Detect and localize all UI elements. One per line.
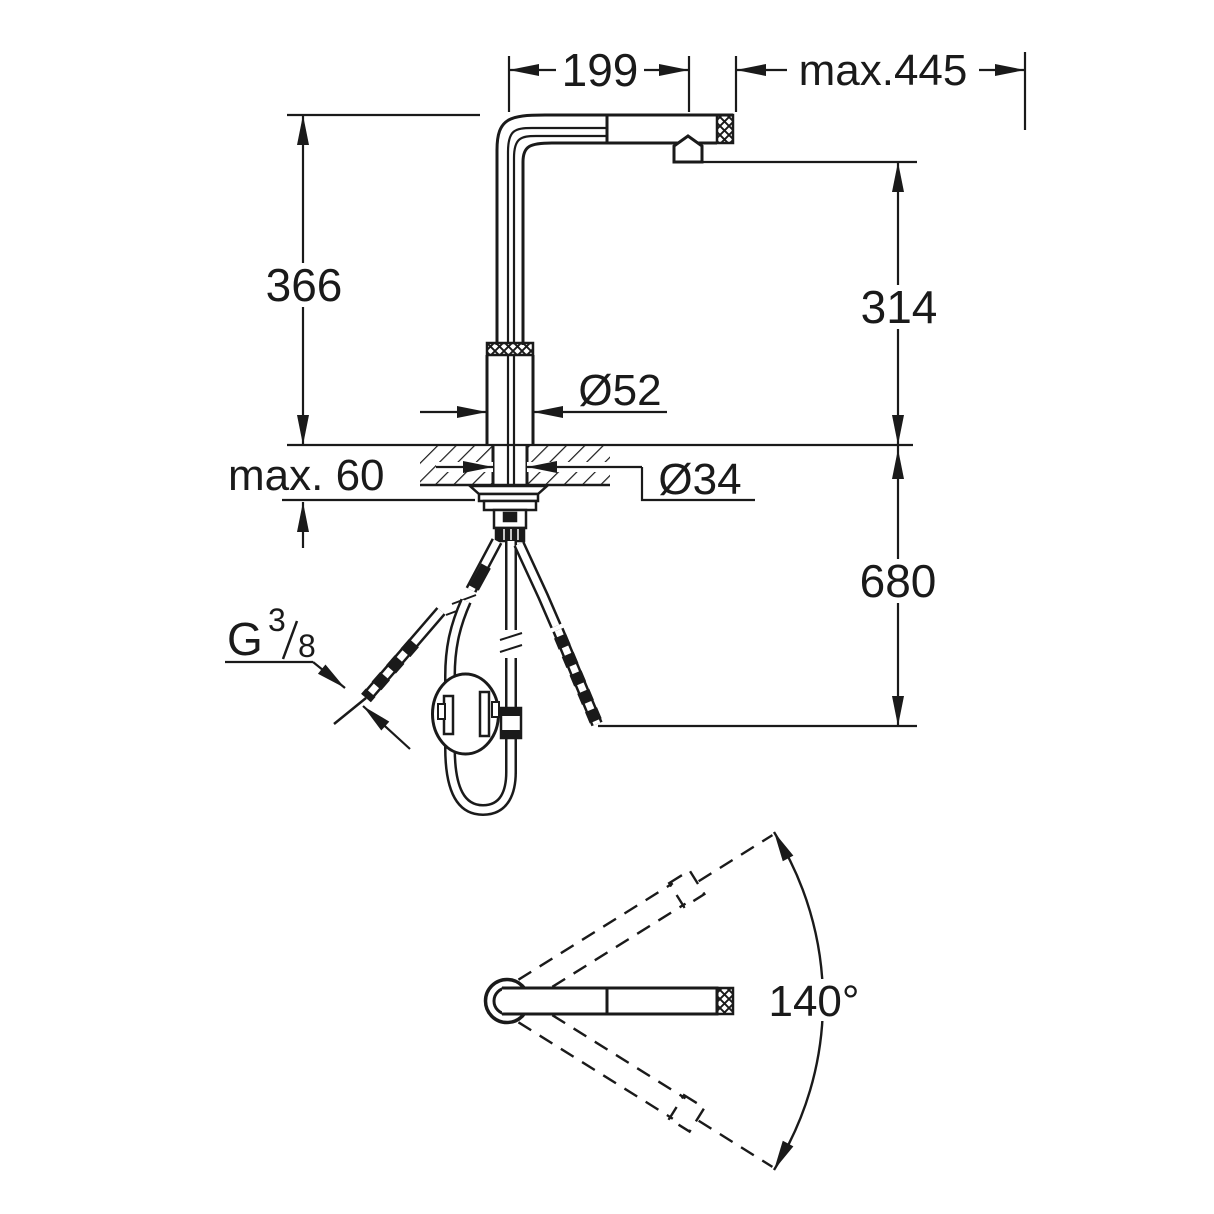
left-hose-fitting [469, 563, 491, 591]
thread-size-g: G [227, 613, 263, 665]
dim-hose-drop-label: 680 [860, 555, 937, 607]
right-hose-core-1 [515, 542, 560, 628]
right-hose-connector [554, 633, 603, 727]
leader-34 [640, 467, 755, 502]
aerator-top-view-hatch [715, 986, 735, 1016]
pullout-hose-line-1 [506, 126, 607, 343]
front-view: 199 max.445 366 314 680 max. 60 Ø52 Ø34 … [225, 44, 1027, 817]
spout-outer-contour [495, 113, 733, 345]
pullout-hose-line-2 [512, 134, 607, 343]
g38-thread-tip [333, 697, 367, 725]
hose-coupling-band-bottom [501, 730, 521, 738]
spout-top-view [502, 986, 719, 1016]
bg-366 [260, 263, 348, 307]
dim-spout-outlet-height-label: 314 [861, 281, 938, 333]
center-hose-break [499, 632, 523, 653]
faucet-outline [485, 113, 735, 500]
thread-size-numerator: 3 [268, 602, 286, 638]
dim-height-above-deck-label: 366 [266, 259, 343, 311]
mounting-nut [482, 499, 538, 512]
body-joint-hatch [485, 341, 535, 357]
dim-body-diameter-label: Ø52 [578, 366, 661, 415]
dim-swivel-angle-label: 140° [768, 977, 859, 1026]
swivel-view: 140° [483, 829, 862, 1173]
dim-hole-diameter-label: Ø34 [658, 455, 741, 504]
outlet-nozzle [672, 134, 704, 164]
dim-pullout-max-label: max.445 [799, 46, 968, 95]
threaded-section [494, 526, 526, 543]
thread-fraction-slash [281, 620, 299, 660]
shank-detail [502, 511, 518, 523]
bg-680 [854, 559, 942, 603]
bg-445 [787, 49, 979, 91]
dim-spout-reach-label: 199 [562, 44, 639, 96]
dimension-labels: 199 max.445 366 314 680 max. 60 Ø52 Ø34 … [227, 44, 979, 665]
weight-notch-right [491, 701, 500, 718]
hose-loop-core [446, 599, 515, 814]
bg-140 [766, 979, 862, 1021]
mounting-hardware [466, 484, 551, 543]
g38-hose-connector [361, 638, 419, 703]
weight-notch-left [437, 703, 446, 720]
hoses [333, 538, 603, 817]
weight-clip-right [478, 690, 491, 738]
spout-inner-contour [521, 141, 717, 345]
dim-deck-thickness-label: max. 60 [228, 451, 385, 500]
aerator-tip-hatch [715, 113, 735, 145]
bg-314 [855, 285, 943, 329]
swivel-position-lower [517, 1000, 774, 1168]
hose-coupling-band-top [501, 708, 521, 716]
thread-size-denominator: 8 [298, 628, 316, 664]
reference-lines [282, 52, 1027, 728]
bg-199 [556, 49, 644, 91]
swivel-position-upper [517, 834, 774, 1002]
